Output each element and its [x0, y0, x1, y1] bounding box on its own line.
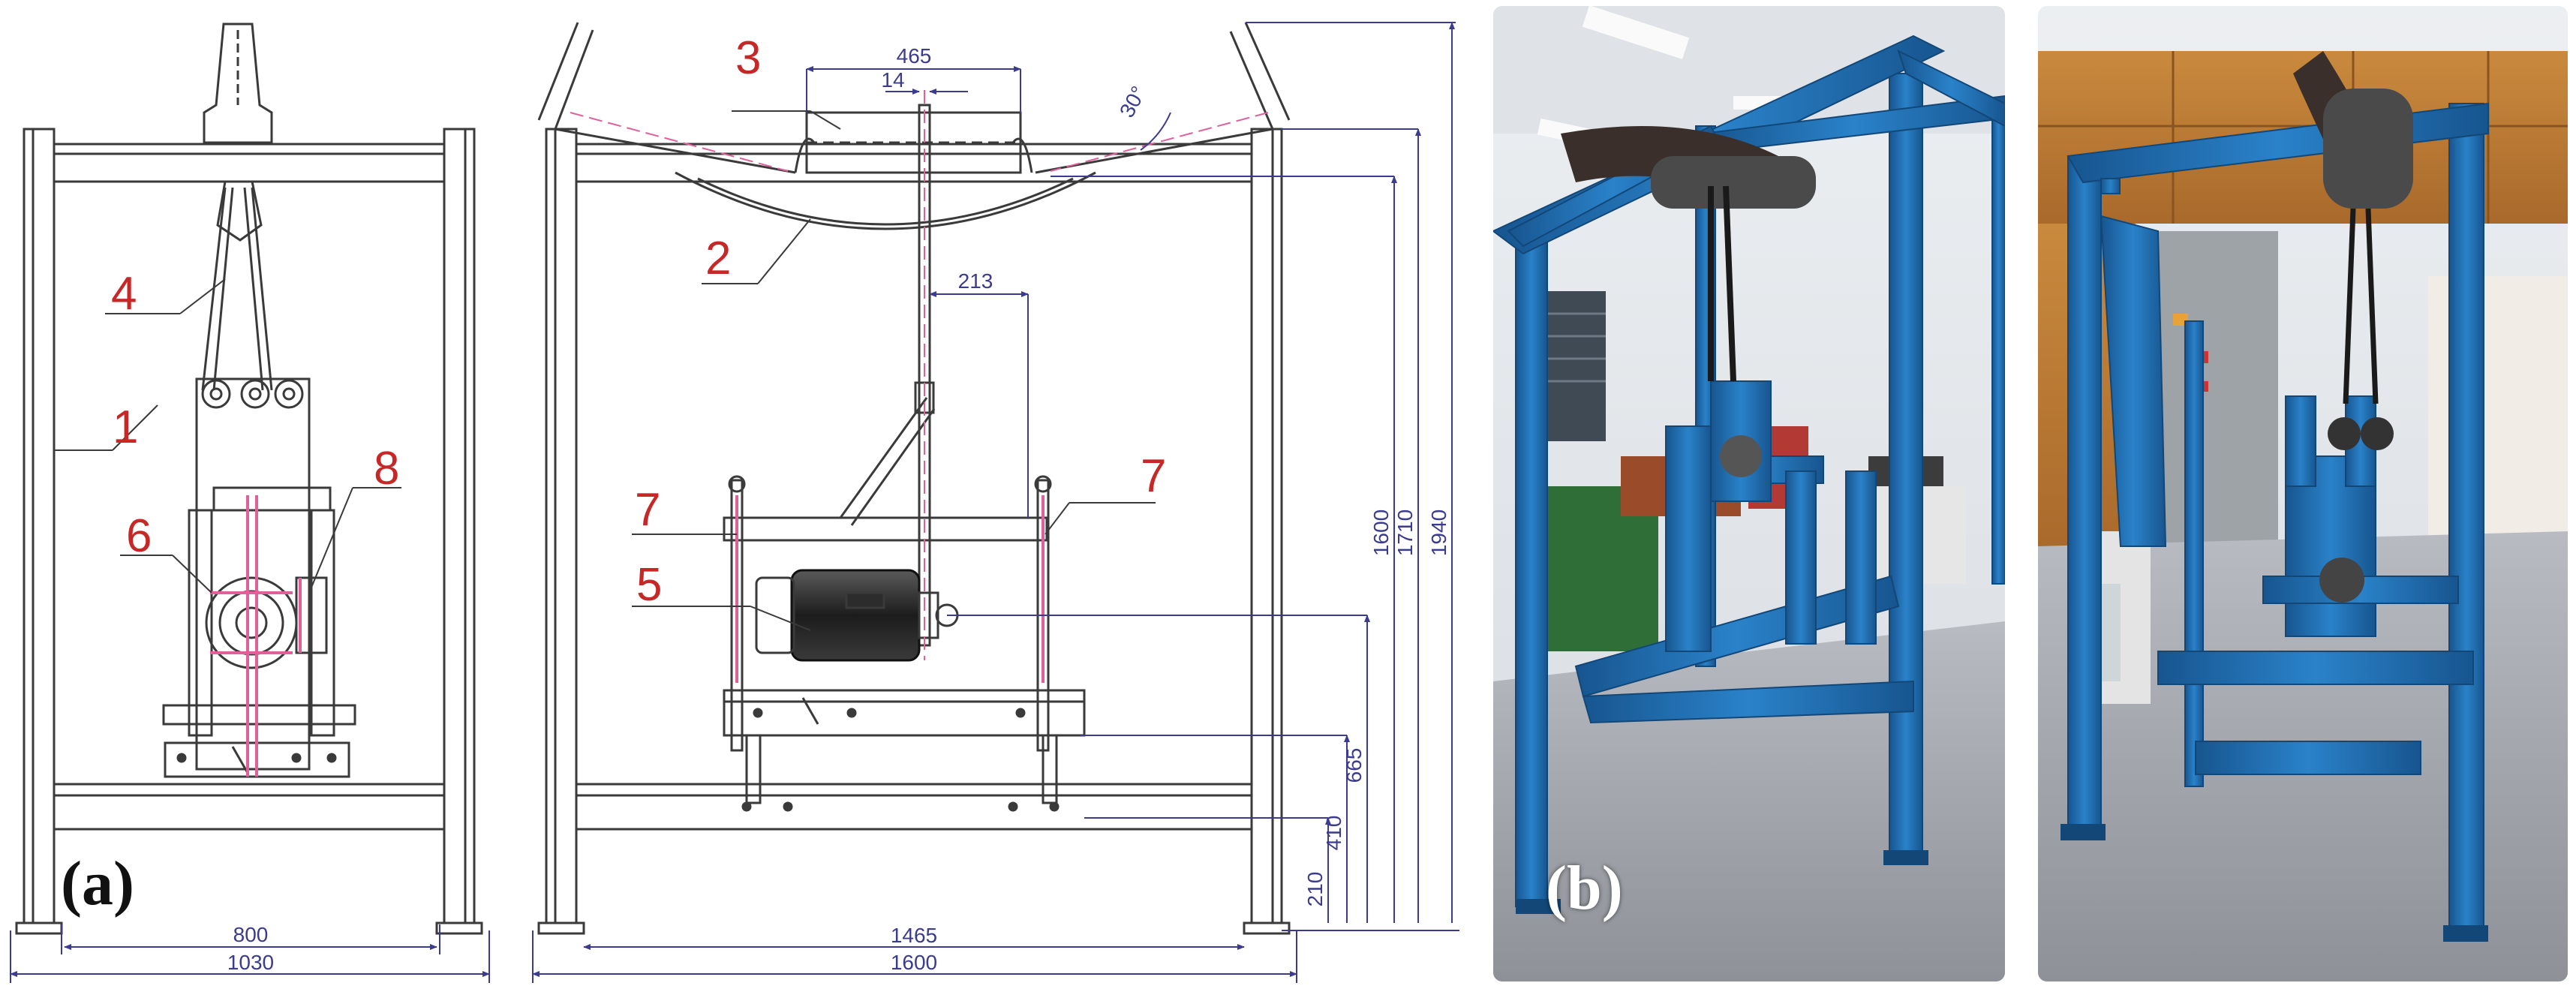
- carriage-width: 465: [897, 44, 932, 68]
- photo-test-rig-angled: [1493, 6, 2005, 981]
- front-roller-left: [201, 379, 231, 409]
- front-roller-right: [274, 379, 304, 409]
- side-right-post: [1250, 128, 1283, 924]
- side-outer-width: 1600: [891, 951, 937, 974]
- front-sling-right: [251, 187, 273, 391]
- callout-spring-right: 7: [1141, 450, 1166, 502]
- side-inner-width: 1465: [891, 924, 937, 947]
- panel-b-label: (b): [1546, 853, 1623, 923]
- callout-gearbox: 6: [126, 510, 152, 562]
- front-right-post: [443, 128, 476, 924]
- side-bucket-arm-left: [537, 22, 594, 130]
- front-hanger: [203, 23, 273, 144]
- height-410: 410: [1322, 816, 1345, 851]
- front-sling-left: [201, 187, 227, 391]
- photo-2-blue-frame: [2067, 102, 2489, 930]
- height-1600: 1600: [1369, 510, 1393, 556]
- front-top-beam: [53, 143, 446, 183]
- callout-crank: 8: [374, 443, 399, 494]
- callout-frame: 1: [113, 401, 138, 453]
- front-view-drawing: [15, 23, 483, 935]
- front-outer-width: 1030: [227, 951, 274, 974]
- front-left-post: [23, 128, 56, 924]
- side-top-beam: [575, 143, 1253, 183]
- callout-bucket: 2: [705, 233, 731, 284]
- side-bucket-arm-right: [1229, 22, 1291, 130]
- front-dimensions: [10, 924, 490, 983]
- callout-motor: 5: [636, 559, 662, 611]
- side-base-beam: [723, 689, 1086, 737]
- callout-carriage: 3: [735, 32, 761, 84]
- photo-2-illustration: [2038, 6, 2568, 981]
- height-1710: 1710: [1393, 510, 1417, 556]
- callout-spring-left: 7: [635, 484, 660, 536]
- front-inner-width: 800: [233, 923, 269, 946]
- side-bucket: [675, 171, 1096, 230]
- photo-1-illustration: [1493, 6, 2005, 981]
- side-springs: [735, 495, 1045, 683]
- side-bottom-beam: [575, 783, 1253, 831]
- angle-label: 30°: [1115, 83, 1150, 122]
- side-left-post: [545, 128, 578, 924]
- panel-a-label: (a): [61, 849, 134, 918]
- photo-1-blue-frame: [1493, 35, 2005, 907]
- height-665: 665: [1342, 748, 1366, 783]
- rod-offset: 14: [881, 68, 904, 92]
- photo-test-rig-front: [2038, 6, 2568, 981]
- side-dimensions: [532, 22, 1459, 983]
- height-210: 210: [1303, 872, 1327, 907]
- arm-offset: 213: [958, 269, 993, 293]
- height-1940: 1940: [1427, 510, 1450, 556]
- side-view-drawing: [537, 22, 1291, 935]
- side-motor: [790, 569, 921, 662]
- front-pink-members: [210, 495, 302, 777]
- callout-sling: 4: [111, 268, 137, 320]
- front-bottom-beam: [53, 783, 446, 831]
